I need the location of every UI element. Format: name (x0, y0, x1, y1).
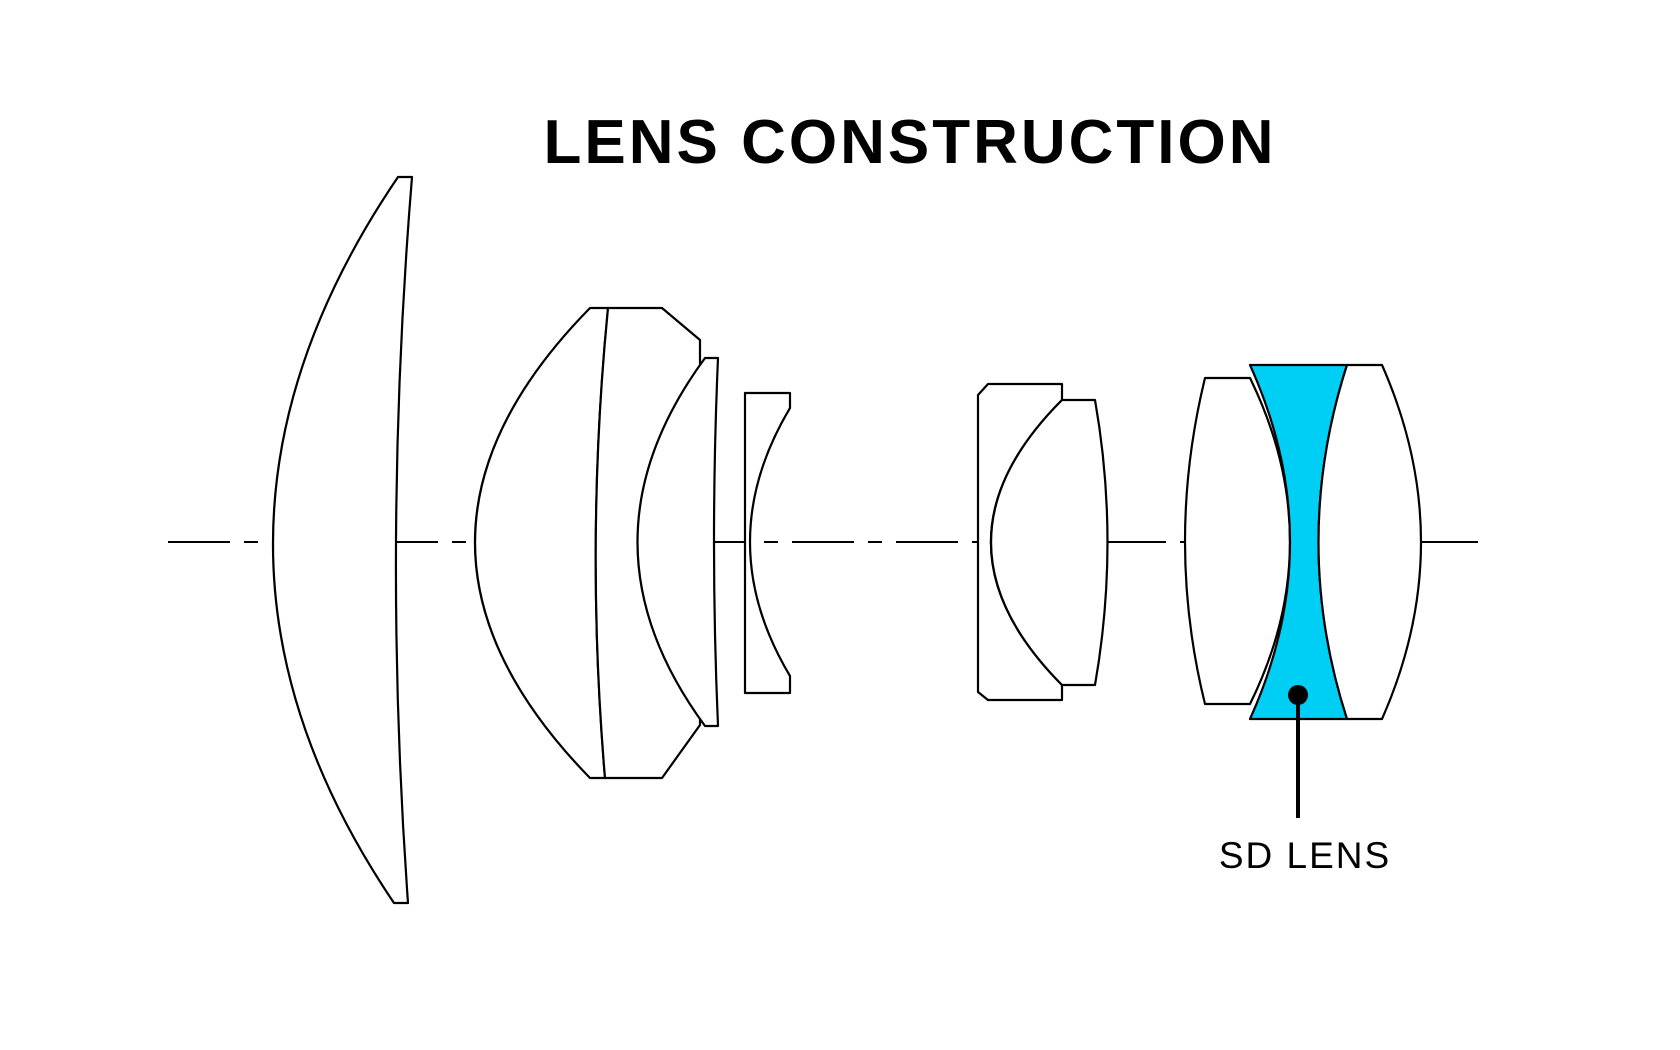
lens-element-7 (989, 398, 1109, 687)
lens-element-2 (474, 306, 610, 780)
lens-element-10 (1317, 363, 1423, 721)
lens-element-1 (271, 175, 414, 905)
lens-element-4 (636, 356, 720, 728)
lens-element-8 (1183, 376, 1291, 706)
diagram-title: LENS CONSTRUCTION (544, 108, 1277, 177)
lens-element-5 (743, 391, 792, 695)
sd-lens-label: SD LENS (1219, 835, 1391, 876)
